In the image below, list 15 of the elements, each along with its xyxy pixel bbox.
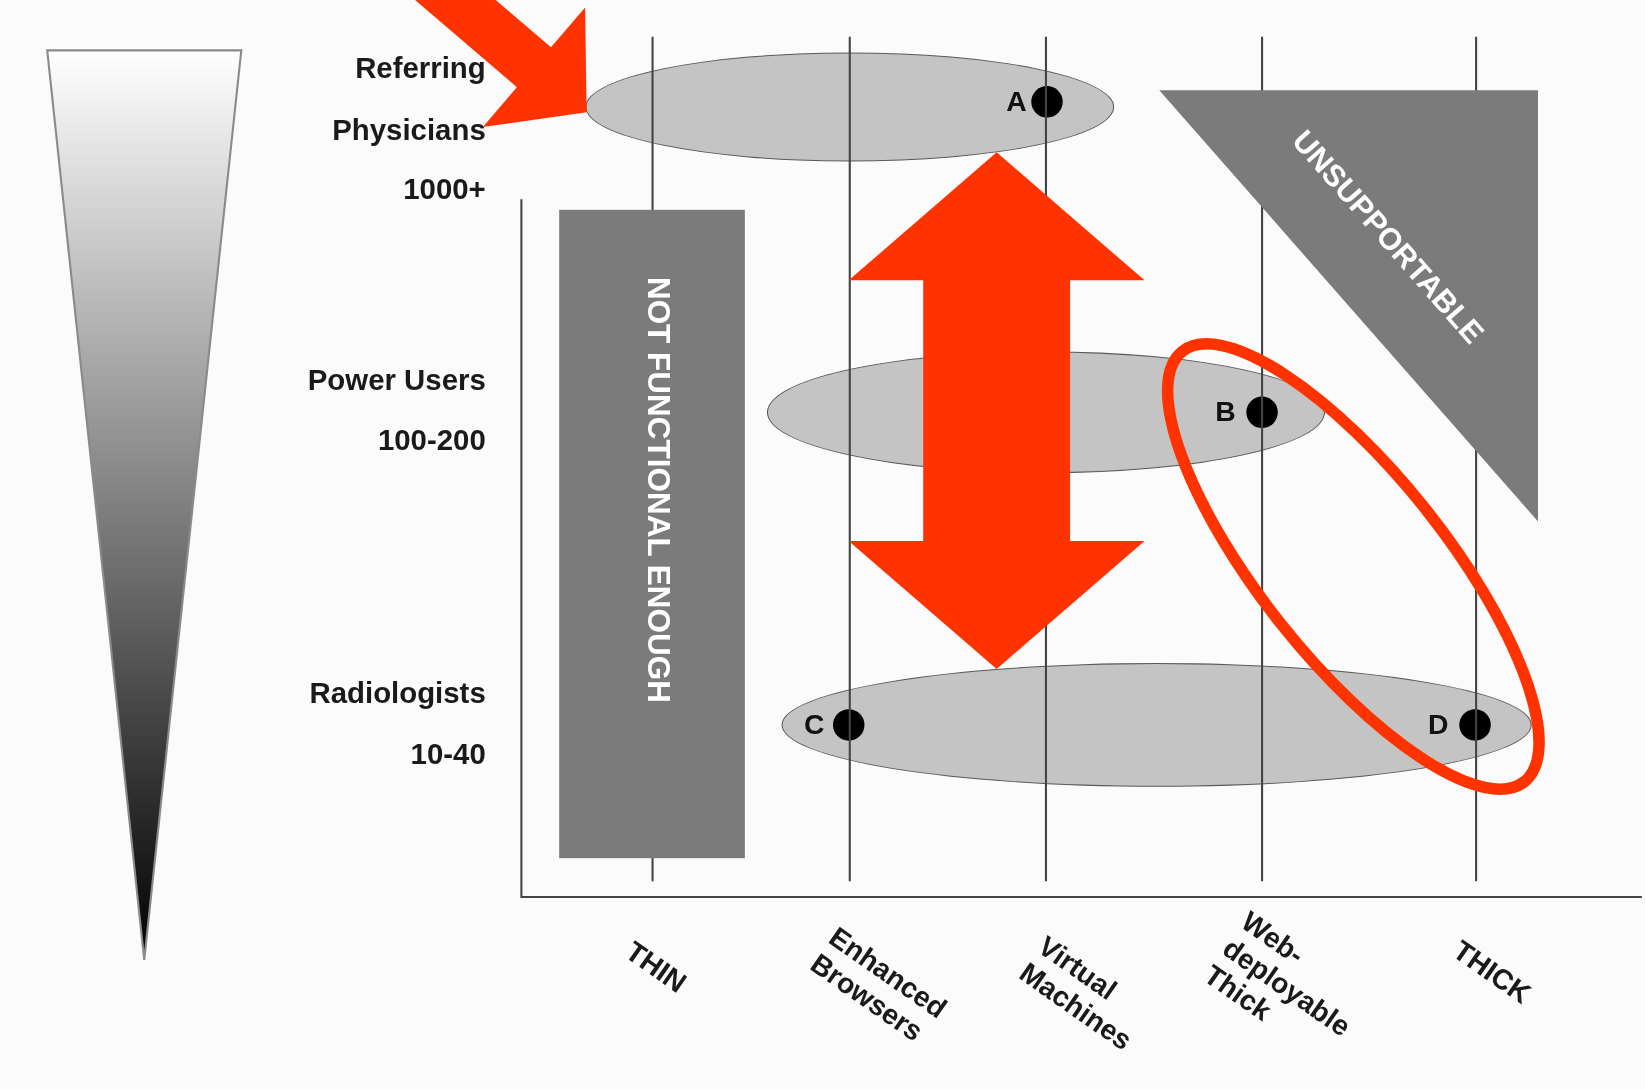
- point-label: D: [1428, 710, 1449, 740]
- point-label: C: [803, 710, 825, 740]
- point-label: B: [1215, 398, 1236, 427]
- point-label: A: [1006, 87, 1027, 116]
- row-label: 10-40: [410, 737, 486, 771]
- region-box: [559, 209, 745, 859]
- row-label: Radiologists: [309, 676, 486, 710]
- row-label: 100-200: [377, 423, 486, 457]
- region-label: NOT FUNCTIONAL ENOUGH: [643, 276, 675, 703]
- triangle-region: [1159, 90, 1538, 522]
- row-label: Power Users: [307, 364, 486, 397]
- block-arrow: [848, 152, 1145, 669]
- gradient-wedge: [46, 49, 243, 961]
- row-label: 1000+: [403, 173, 486, 206]
- row-label: Referring Physicians: [332, 51, 486, 146]
